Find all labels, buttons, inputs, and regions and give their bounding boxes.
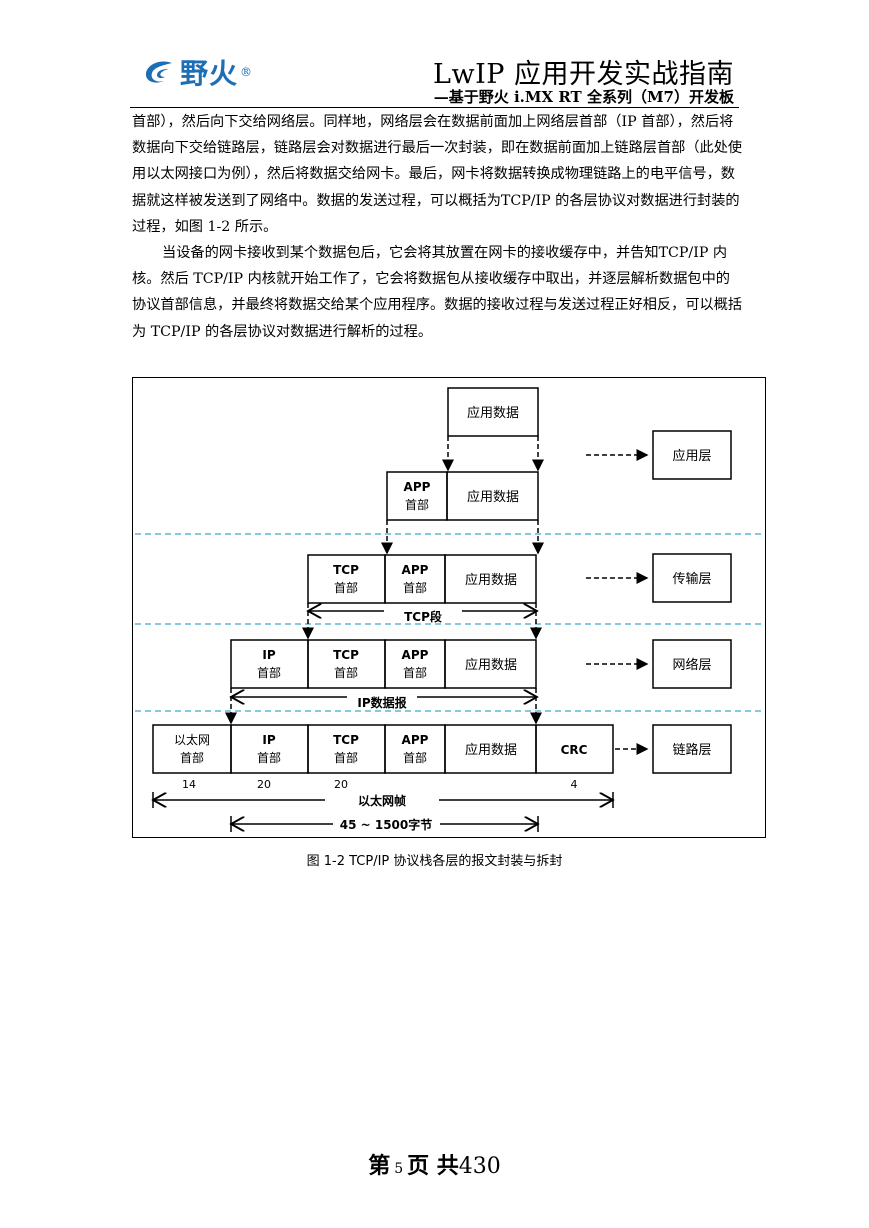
row-application: 应用数据 [447,387,539,437]
span-arrows [153,611,613,832]
book-title: LwIP 应用开发实战指南 [433,59,734,90]
ip-header-label: IP [262,648,275,662]
paragraph-1: 首部），然后向下交给网络层。同样地，网络层会在数据前面加上网络层首部（IP 首部… [132,114,743,235]
layer-link: 链路层 [672,742,711,758]
tcp-header-sub: 首部 [334,665,358,680]
app-data-label: 应用数据 [467,405,519,421]
size-eth-header: 14 [182,778,196,791]
app-data-label: 应用数据 [465,572,517,588]
ip-datagram-label: IP数据报 [357,695,406,710]
app-header-sub: 首部 [403,750,427,765]
tcp-header-label: TCP [333,733,359,747]
app-data-label: 应用数据 [465,742,517,758]
eth-header-label: 以太网 [174,732,210,747]
figure-caption: 图 1-2 TCP/IP 协议栈各层的报文封装与拆封 [306,854,563,869]
eth-header-sub: 首部 [180,750,204,765]
layer-arrows [586,449,649,755]
layer-network: 网络层 [672,657,711,673]
tcp-header-sub: 首部 [334,580,358,595]
app-header-label: APP [402,733,429,747]
app-header-label: APP [402,563,429,577]
app-header-label: APP [402,648,429,662]
body-text: 首部），然后向下交给网络层。同样地，网络层会在数据前面加上网络层首部（IP 首部… [132,109,744,345]
size-tcp-header: 20 [334,778,348,791]
ip-header-label: IP [262,733,275,747]
flame-logo-icon [145,61,172,83]
size-ip-header: 20 [257,778,271,791]
footer-middle: 页 共 [407,1153,459,1179]
encapsulation-drops [225,436,544,725]
app-header-sub: 首部 [403,665,427,680]
layer-transport: 传输层 [672,571,711,587]
logo-text: 野火 [180,57,239,90]
crc-label: CRC [561,743,588,757]
layer-separators [135,533,765,712]
app-data-label: 应用数据 [465,657,517,673]
diagram-svg: 应用数据 APP 首部 应用数据 TCP 首部 APP 首部 应用数据 [135,387,765,832]
row-link: 以太网 首部 IP 首部 TCP 首部 APP 首部 应用数据 CRC [152,724,614,774]
book-subtitle: —基于野火 i.MX RT 全系列（M7）开发板 [433,88,734,106]
encapsulation-diagram: 应用数据 APP 首部 应用数据 TCP 首部 APP 首部 应用数据 [132,377,766,838]
page-total: 430 [458,1154,501,1179]
tcp-segment-label: TCP段 [404,609,443,624]
footer-prefix: 第 [368,1153,391,1179]
app-header-sub: 首部 [403,580,427,595]
tcp-header-sub: 首部 [334,750,358,765]
row-transport: TCP 首部 APP 首部 应用数据 [307,554,537,604]
header-divider [130,107,739,108]
row-app-header: APP 首部 应用数据 [386,471,539,521]
ip-header-sub: 首部 [257,665,281,680]
app-header-sub: 首部 [405,497,429,512]
row-network: IP 首部 TCP 首部 APP 首部 应用数据 [230,639,537,689]
size-crc: 4 [571,778,578,791]
payload-range-label: 45 ~ 1500字节 [340,817,433,832]
eth-frame-label: 以太网帧 [358,793,406,808]
app-data-label: 应用数据 [467,489,519,505]
publisher-logo: 野火 ® [142,52,252,92]
tcp-header-label: TCP [333,563,359,577]
layer-boxes: 应用层 传输层 网络层 链路层 [652,430,732,774]
app-header-label: APP [404,480,431,494]
page-number: 5 [394,1161,404,1177]
tcp-header-label: TCP [333,648,359,662]
ip-header-sub: 首部 [257,750,281,765]
registered-mark: ® [240,65,253,79]
paragraph-2: 当设备的网卡接收到某个数据包后，它会将其放置在网卡的接收缓存中，并告知TCP/I… [132,245,743,340]
layer-application: 应用层 [672,448,711,464]
